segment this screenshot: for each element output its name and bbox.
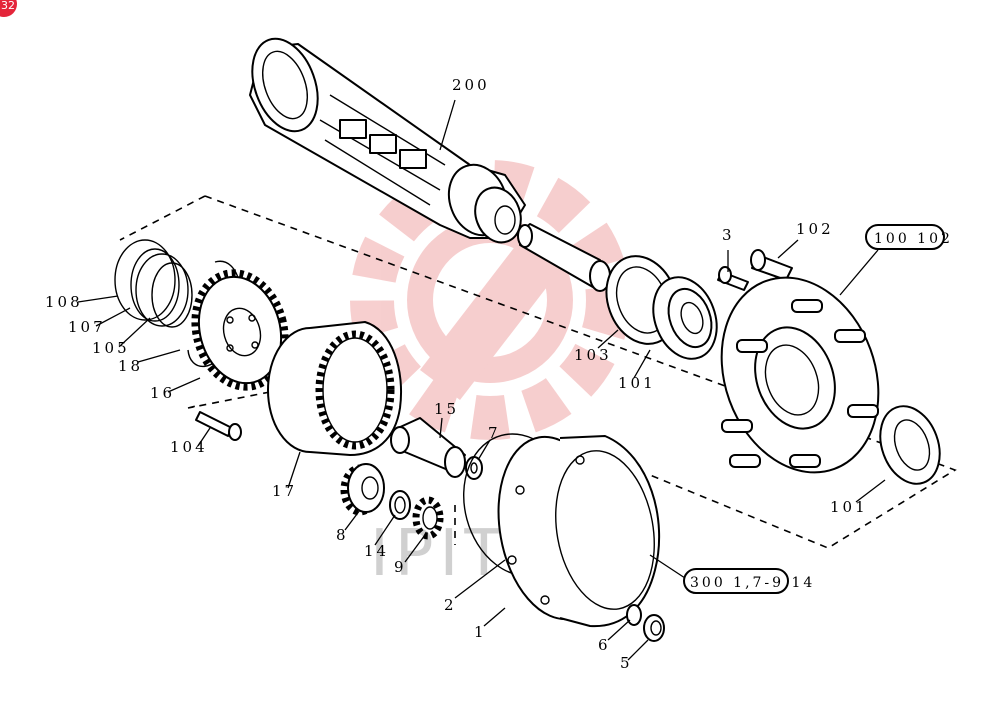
label-6: 6 bbox=[598, 636, 611, 654]
label-102: 102 bbox=[796, 220, 834, 238]
bearing-101-inner bbox=[652, 276, 718, 360]
label-15: 15 bbox=[434, 400, 459, 418]
stud-102 bbox=[750, 249, 793, 281]
needle-bearing-9 bbox=[412, 496, 444, 540]
washer-6 bbox=[626, 604, 642, 626]
planet-carrier-16 bbox=[191, 269, 289, 391]
washer-14 bbox=[389, 490, 411, 520]
label-8: 8 bbox=[336, 526, 349, 544]
label-107: 107 bbox=[68, 318, 106, 336]
label-300-box: 300 1,7-9,14 bbox=[683, 568, 815, 594]
label-105: 105 bbox=[92, 339, 130, 357]
label-7: 7 bbox=[488, 424, 501, 442]
svg-text:32: 32 bbox=[1, 0, 15, 12]
corner-badge: 32 bbox=[0, 0, 17, 17]
wheel-hub bbox=[720, 276, 880, 474]
label-100-102-box: 100 102 bbox=[865, 224, 953, 250]
drain-plug-5 bbox=[643, 614, 665, 642]
label-3: 3 bbox=[722, 226, 735, 244]
planet-gear-8 bbox=[340, 463, 385, 516]
label-14: 14 bbox=[364, 542, 389, 560]
part-labels: 200 3 102 100 102 108 107 105 18 16 104 … bbox=[45, 76, 953, 672]
label-104: 104 bbox=[170, 438, 208, 456]
bolt-104 bbox=[195, 411, 242, 441]
bolt-3 bbox=[717, 266, 749, 291]
label-5: 5 bbox=[620, 654, 633, 672]
label-108: 108 bbox=[45, 293, 83, 311]
svg-text:100 102: 100 102 bbox=[874, 231, 953, 247]
label-1: 1 bbox=[474, 623, 487, 641]
label-17: 17 bbox=[272, 482, 297, 500]
svg-text:300 1,7-9,14: 300 1,7-9,14 bbox=[690, 575, 815, 591]
ring-gear-17 bbox=[267, 321, 402, 456]
label-18: 18 bbox=[118, 357, 143, 375]
label-103: 103 bbox=[574, 346, 612, 364]
leader-lines bbox=[77, 99, 886, 661]
label-101-outer: 101 bbox=[830, 498, 868, 516]
label-9: 9 bbox=[394, 558, 407, 576]
label-2: 2 bbox=[444, 596, 457, 614]
label-16: 16 bbox=[150, 384, 175, 402]
bearing-101-outer bbox=[879, 405, 941, 485]
label-101-inner: 101 bbox=[618, 374, 656, 392]
hub-cover bbox=[497, 435, 661, 628]
rings-108-107-105 bbox=[114, 239, 193, 328]
label-200: 200 bbox=[452, 76, 490, 94]
axle-housing bbox=[249, 37, 526, 244]
sun-gear-15 bbox=[390, 417, 466, 478]
